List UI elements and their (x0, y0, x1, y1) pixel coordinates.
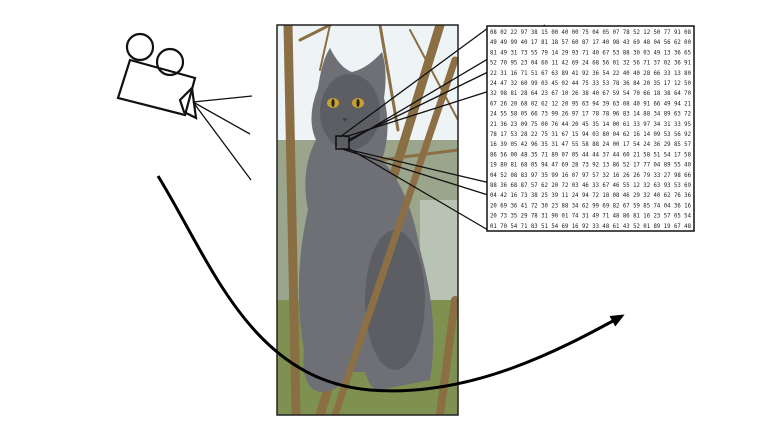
pixel-grid-row: 08 02 22 97 38 15 00 40 00 75 04 05 07 7… (490, 29, 691, 36)
pixel-grid-row: 49 49 99 40 17 81 18 57 60 87 17 40 98 4… (490, 39, 691, 46)
video-camera-icon (116, 32, 198, 120)
pixel-value-grid: 08 02 22 97 38 15 00 40 00 75 04 05 07 7… (486, 25, 695, 232)
pixel-grid-row: 24 55 58 05 66 73 99 26 97 17 78 78 96 8… (490, 111, 691, 118)
camera-sight-lines (192, 95, 253, 181)
pixel-grid-row: 20 73 35 29 78 31 90 01 74 31 49 71 48 8… (490, 213, 691, 220)
pixel-grid-row: 67 26 20 68 02 62 12 20 95 63 94 39 63 0… (490, 100, 691, 107)
pixel-grid-frame (486, 25, 695, 232)
pixel-grid-row: 22 31 16 71 51 67 63 89 41 92 36 54 22 4… (490, 70, 691, 77)
pixel-grid-row: 86 56 00 48 35 71 89 07 05 44 44 37 44 6… (490, 151, 691, 158)
processing-arrow (156, 175, 625, 393)
photo-frame (276, 24, 459, 416)
pixel-grid-row: 20 69 36 41 72 30 23 88 34 62 99 69 82 6… (490, 202, 691, 209)
pixel-grid-row: 81 49 31 73 55 79 14 29 93 71 40 67 53 8… (490, 49, 691, 56)
pixel-grid-row: 01 70 54 71 83 51 54 69 16 92 33 48 61 4… (490, 223, 691, 230)
cat-photo (277, 25, 458, 415)
pixel-grid-row: 04 42 16 73 38 25 39 11 24 94 72 18 08 4… (490, 192, 691, 199)
pixel-grid-row: 16 39 05 42 96 35 31 47 55 58 88 24 00 1… (490, 141, 691, 148)
pixel-grid-row: 21 36 23 09 75 00 76 44 20 45 35 14 00 6… (490, 121, 691, 128)
pixel-grid-row: 04 52 08 83 97 35 99 16 07 97 57 32 16 2… (490, 172, 691, 179)
pixel-grid-row: 19 80 81 68 05 94 47 69 28 73 92 13 86 5… (490, 162, 691, 169)
pixel-grid-row: 24 47 32 60 99 03 45 02 44 75 33 53 78 3… (490, 80, 691, 87)
pixel-grid-row: 78 17 53 28 22 75 31 67 15 94 03 80 04 6… (490, 131, 691, 138)
pixel-grid-row: 52 70 95 23 04 60 11 42 69 24 68 56 01 3… (490, 60, 691, 67)
pixel-grid-row: 88 36 68 87 57 62 20 72 03 46 33 67 46 5… (490, 182, 691, 189)
pixel-grid-row: 32 98 81 28 64 23 67 10 26 38 40 67 59 5… (490, 90, 691, 97)
